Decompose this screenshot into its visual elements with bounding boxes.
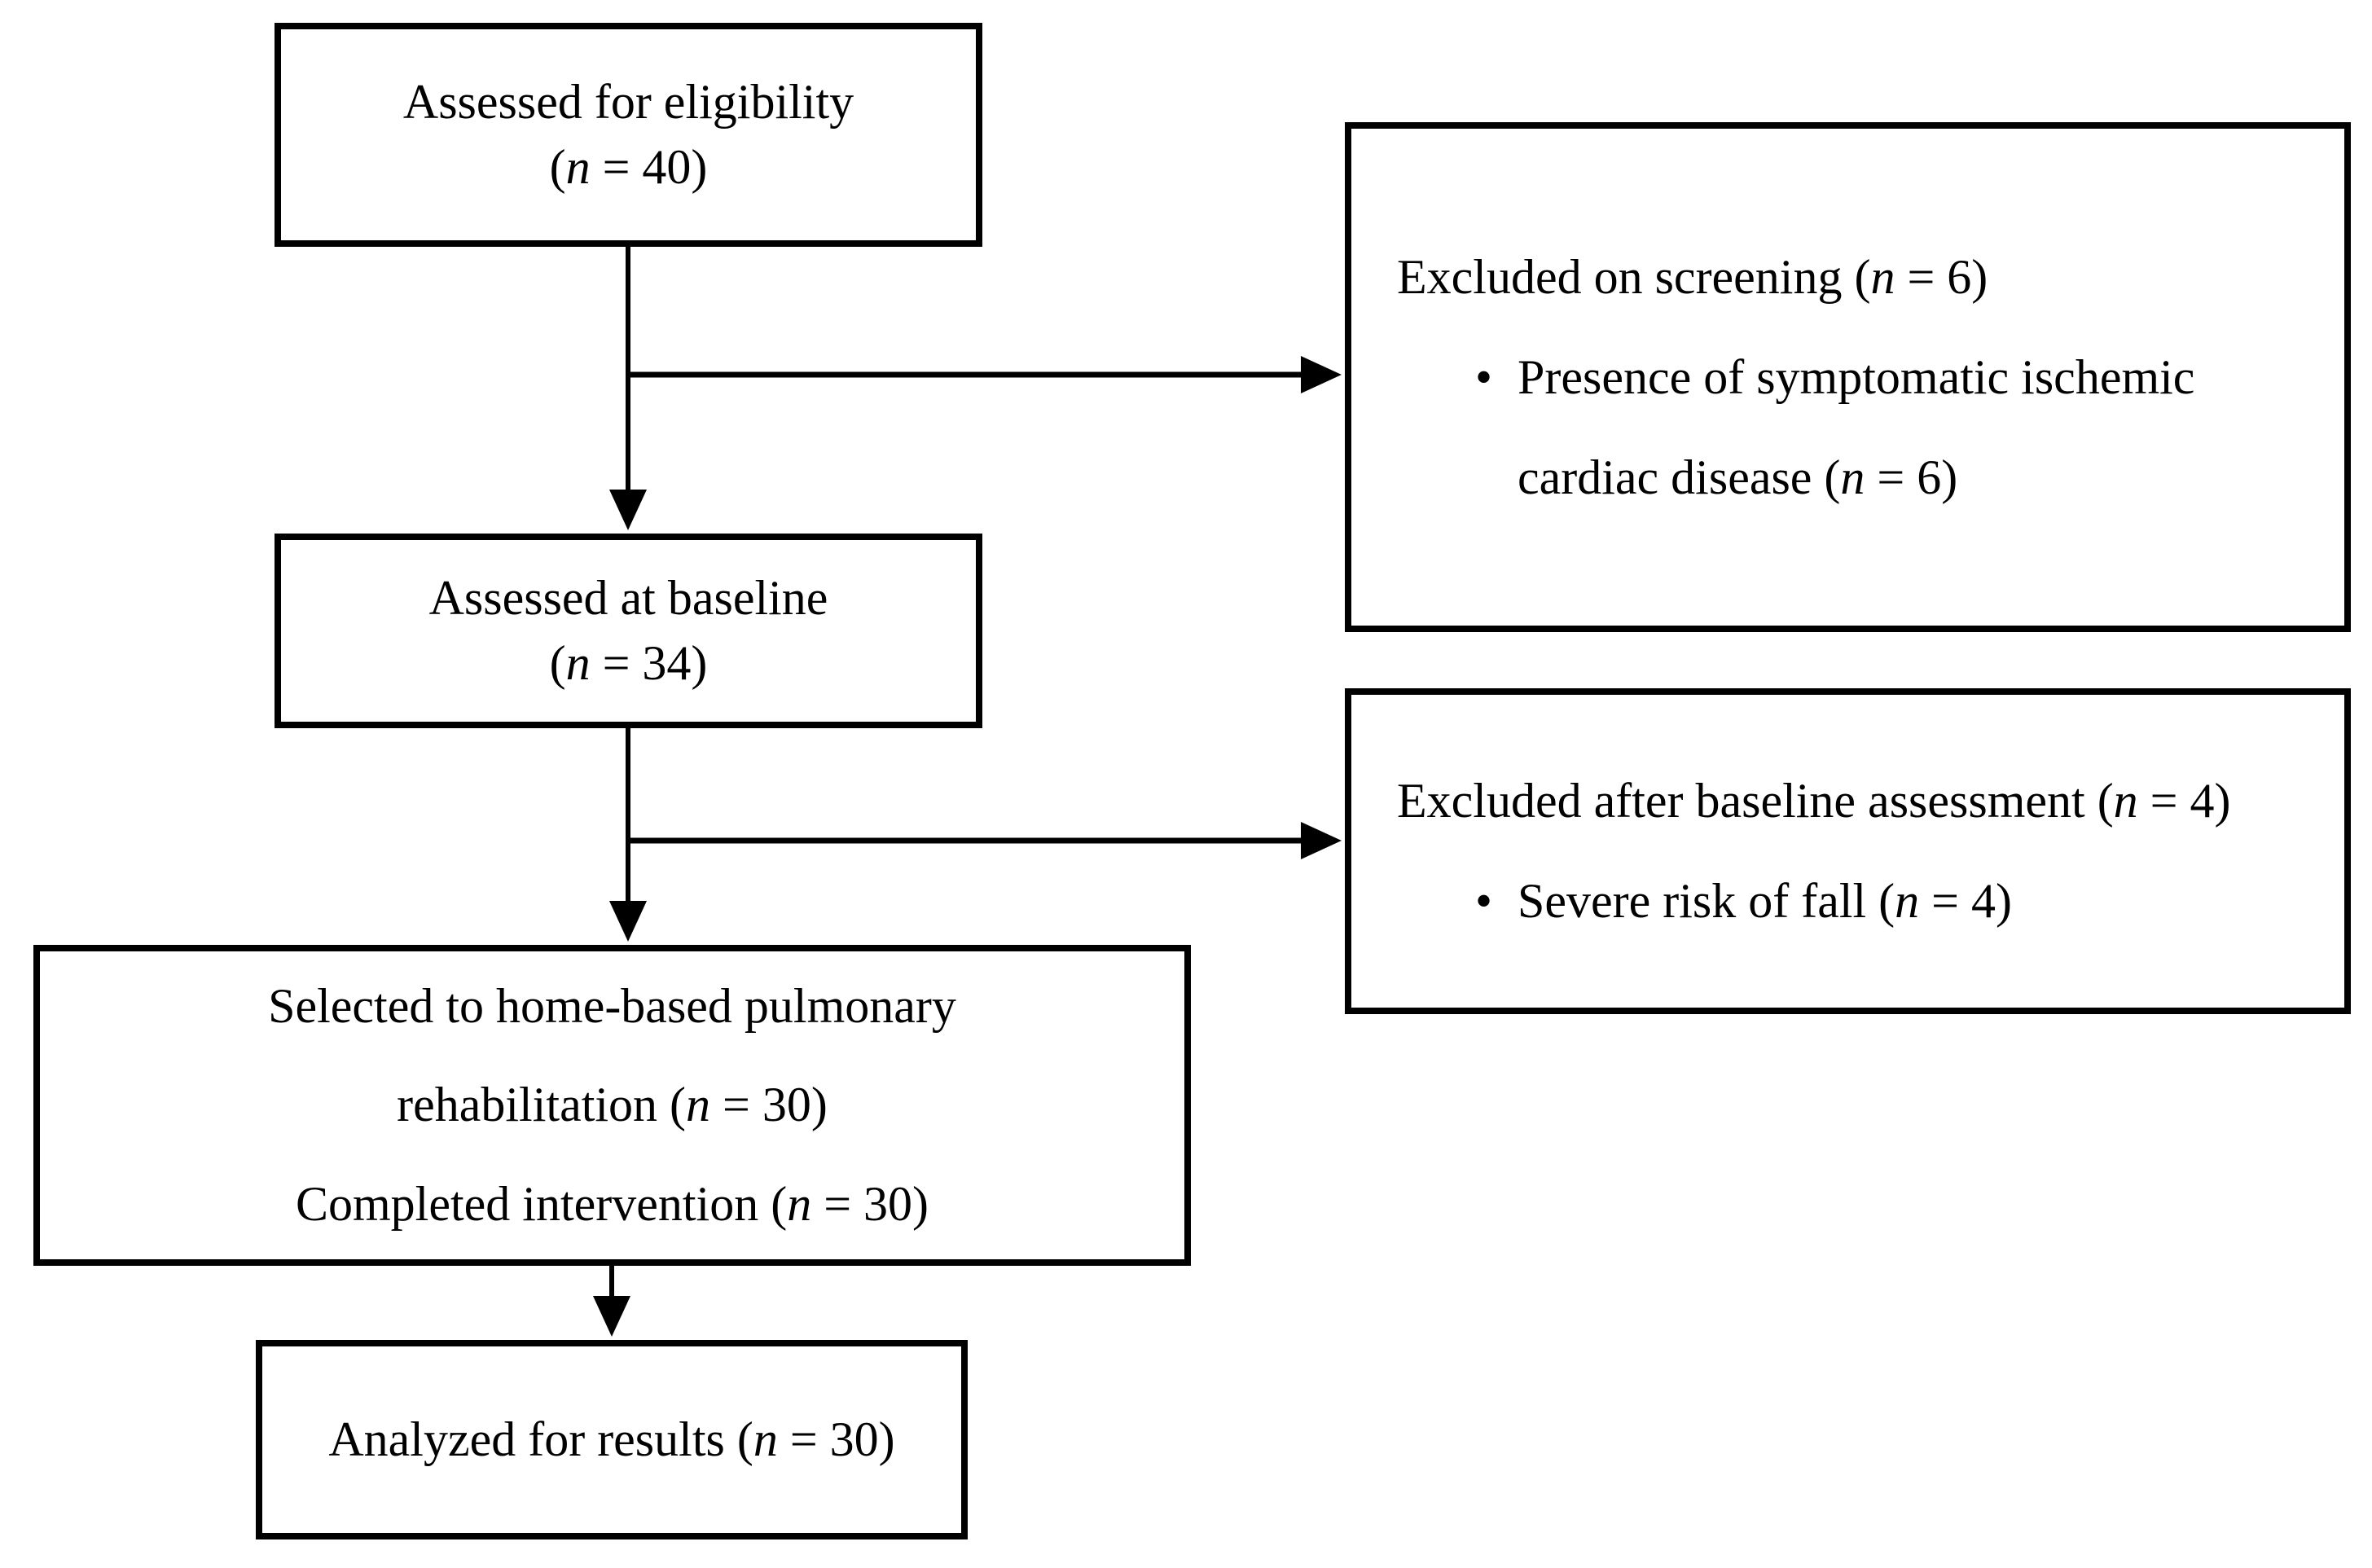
bullet-icon: • <box>1475 349 1493 404</box>
excluded-baseline-bullet-item: • Severe risk of fall (n = 4) <box>1475 851 2325 951</box>
n-italic: n <box>686 1078 711 1132</box>
text-segment: = 30) <box>710 1078 828 1132</box>
eligibility-title-line: Assessed for eligibility <box>403 70 854 134</box>
arrowhead-down-baseline <box>609 490 647 530</box>
bullet-item-text: Severe risk of fall (n = 4) <box>1518 851 2325 951</box>
selected-line-1: Selected to home-based pulmonary <box>268 957 956 1056</box>
text-segment: Severe risk of fall ( <box>1518 874 1895 928</box>
n-italic: n <box>1840 450 1865 504</box>
selected-line-2: rehabilitation (n = 30) <box>397 1056 828 1154</box>
n-italic: n <box>1895 874 1920 928</box>
text-segment: rehabilitation ( <box>397 1078 687 1132</box>
box-selected-rehabilitation: Selected to home-based pulmonary rehabil… <box>33 945 1191 1266</box>
excluded-screening-title: Excluded on screening (n = 6) <box>1397 227 2325 327</box>
text-segment: Assessed for eligibility <box>402 75 854 130</box>
baseline-count-line: (n = 34) <box>550 631 708 696</box>
text-segment: Completed intervention ( <box>295 1176 788 1231</box>
text-segment: Analyzed for results ( <box>328 1412 753 1466</box>
excluded-baseline-title: Excluded after baseline assessment (n = … <box>1397 751 2325 851</box>
text-segment: = 6) <box>1865 450 1958 504</box>
text-segment: Excluded after baseline assessment ( <box>1397 774 2114 828</box>
text-segment: = 4) <box>1919 874 2012 928</box>
eligibility-count-line: (n = 40) <box>550 135 708 200</box>
box-assessed-eligibility: Assessed for eligibility (n = 40) <box>275 23 982 247</box>
bullet-icon: • <box>1475 874 1493 928</box>
text-segment: = 30) <box>811 1176 929 1231</box>
text-segment: = 4) <box>2137 774 2231 828</box>
text-segment: = 30) <box>777 1412 895 1466</box>
text-segment: ( <box>549 635 566 690</box>
box-assessed-baseline: Assessed at baseline (n = 34) <box>275 534 982 728</box>
arrowhead-right-excluded-screening <box>1301 356 1342 393</box>
n-italic: n <box>565 635 591 690</box>
text-segment: = 40) <box>590 139 708 194</box>
text-segment: Excluded on screening ( <box>1397 249 1871 304</box>
text-segment: = 34) <box>590 635 708 690</box>
n-italic: n <box>565 139 591 194</box>
arrowhead-down-analyzed <box>593 1296 630 1337</box>
text-segment: Assessed at baseline <box>428 571 828 626</box>
arrowhead-down-selected <box>609 901 647 942</box>
text-segment: Selected to home-based pulmonary <box>268 979 956 1034</box>
n-italic: n <box>1870 249 1895 304</box>
n-italic: n <box>787 1176 812 1231</box>
text-segment: = 6) <box>1895 249 1988 304</box>
arrowhead-right-excluded-baseline <box>1301 822 1342 859</box>
n-italic: n <box>2113 774 2138 828</box>
baseline-title-line: Assessed at baseline <box>429 566 828 630</box>
text-segment: ( <box>549 139 566 194</box>
box-analyzed-results: Analyzed for results (n = 30) <box>256 1340 968 1539</box>
text-segment: Presence of symptomatic ischemic cardiac… <box>1518 349 2195 504</box>
n-italic: n <box>753 1412 778 1466</box>
bullet-item-text: Presence of symptomatic ischemic cardiac… <box>1518 327 2291 528</box>
excluded-screening-bullet-item: • Presence of symptomatic ischemic cardi… <box>1475 327 2325 528</box>
selected-line-3: Completed intervention (n = 30) <box>296 1155 929 1254</box>
box-excluded-screening: Excluded on screening (n = 6) • Presence… <box>1345 122 2351 632</box>
box-excluded-baseline: Excluded after baseline assessment (n = … <box>1345 688 2351 1014</box>
analyzed-line: Analyzed for results (n = 30) <box>328 1408 894 1472</box>
